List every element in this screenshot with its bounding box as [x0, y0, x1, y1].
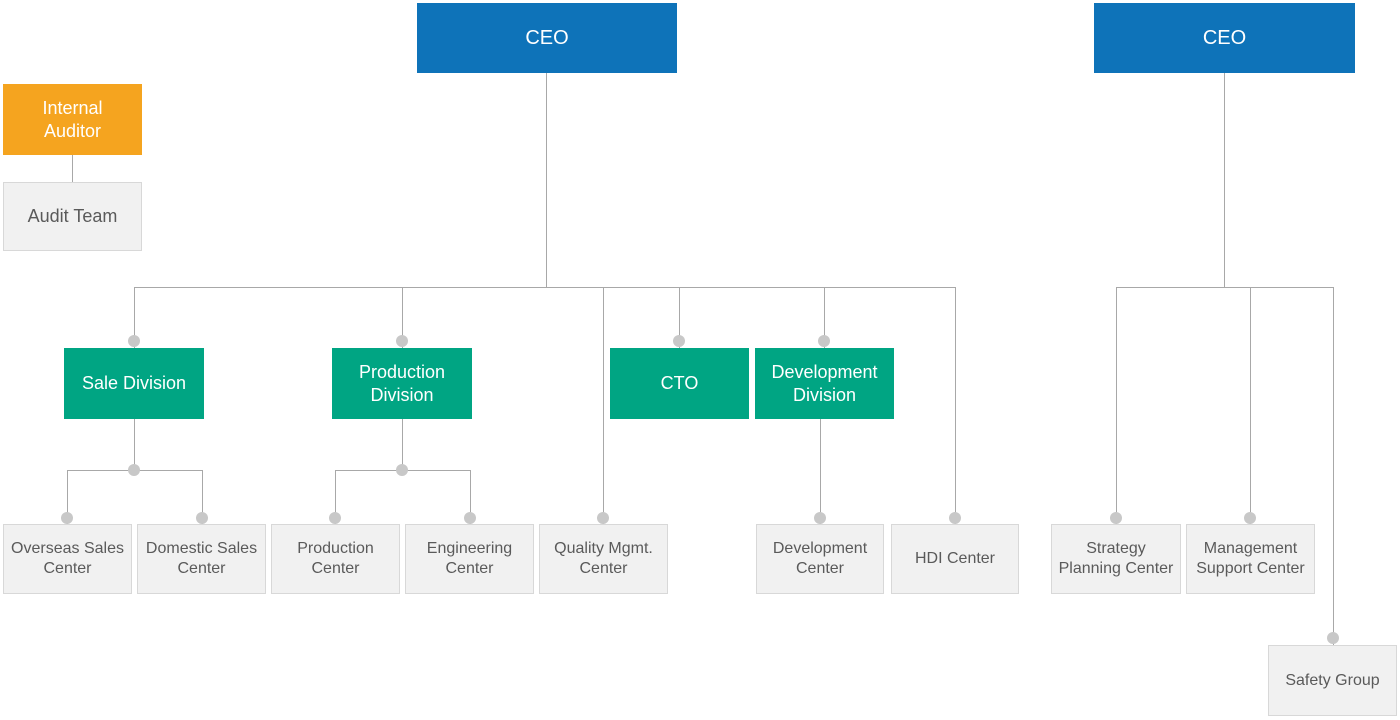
node-production-division: Production Division	[332, 348, 472, 419]
connector-line	[134, 419, 135, 470]
connector-dot	[196, 512, 208, 524]
node-ceo-left: CEO	[417, 3, 677, 73]
connector-line	[402, 287, 403, 348]
connector-dot	[1244, 512, 1256, 524]
connector-line	[1250, 287, 1251, 524]
connector-line	[824, 287, 825, 348]
connector-dot	[673, 335, 685, 347]
connector-dot	[61, 512, 73, 524]
connector-line	[1333, 287, 1334, 645]
connector-line	[1116, 287, 1333, 288]
connector-line	[470, 470, 471, 524]
node-production-center: Production Center	[271, 524, 400, 594]
connector-line	[72, 155, 73, 182]
connector-line	[1116, 287, 1117, 524]
node-audit-team: Audit Team	[3, 182, 142, 251]
node-domestic-sales-center: Domestic Sales Center	[137, 524, 266, 594]
node-overseas-sales-center: Overseas Sales Center	[3, 524, 132, 594]
connector-line	[202, 470, 203, 524]
node-engineering-center: Engineering Center	[405, 524, 534, 594]
node-development-center: Development Center	[756, 524, 884, 594]
connector-line	[1224, 73, 1225, 287]
connector-dot	[396, 464, 408, 476]
connector-dot	[1110, 512, 1122, 524]
connector-dot	[818, 335, 830, 347]
connector-dot	[1327, 632, 1339, 644]
connector-line	[820, 419, 821, 524]
connector-line	[546, 73, 547, 287]
connector-line	[134, 287, 956, 288]
node-hdi-center: HDI Center	[891, 524, 1019, 594]
connector-dot	[464, 512, 476, 524]
node-strategy-planning-center: Strategy Planning Center	[1051, 524, 1181, 594]
node-cto: CTO	[610, 348, 749, 419]
node-development-division: Development Division	[755, 348, 894, 419]
connector-line	[402, 419, 403, 470]
connector-dot	[597, 512, 609, 524]
node-safety-group: Safety Group	[1268, 645, 1397, 716]
connector-line	[679, 287, 680, 348]
connector-line	[67, 470, 68, 524]
connector-dot	[329, 512, 341, 524]
connector-dot	[949, 512, 961, 524]
connector-line	[603, 287, 604, 524]
connector-dot	[396, 335, 408, 347]
connector-line	[335, 470, 336, 524]
connector-line	[955, 287, 956, 524]
connector-line	[134, 287, 135, 348]
node-quality-mgmt-center: Quality Mgmt. Center	[539, 524, 668, 594]
connector-dot	[128, 335, 140, 347]
node-management-support-center: Management Support Center	[1186, 524, 1315, 594]
connector-dot	[128, 464, 140, 476]
node-internal-auditor: Internal Auditor	[3, 84, 142, 155]
node-ceo-right: CEO	[1094, 3, 1355, 73]
node-sale-division: Sale Division	[64, 348, 204, 419]
connector-dot	[814, 512, 826, 524]
